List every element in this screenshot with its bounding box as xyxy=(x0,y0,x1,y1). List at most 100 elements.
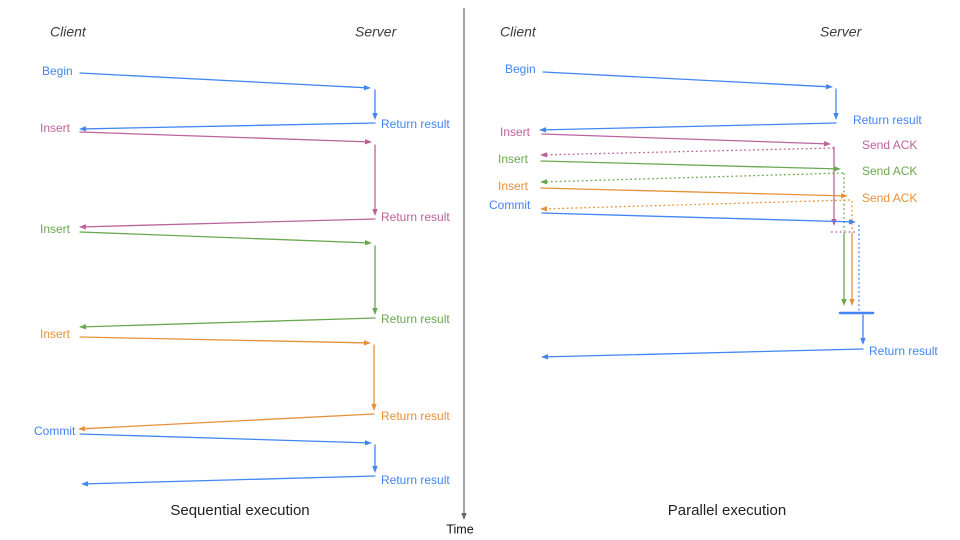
sequential-label-return-result-3: Return result xyxy=(381,210,450,224)
parallel-label-insert-2: Insert xyxy=(500,125,531,139)
parallel-label-return-result-9: Return result xyxy=(869,344,938,358)
parallel-label-begin-0: Begin xyxy=(505,62,536,76)
arrow-head xyxy=(364,440,372,446)
sequential-insert3-request xyxy=(79,336,371,346)
arrow-line xyxy=(544,348,864,358)
arrow-line xyxy=(84,475,376,485)
sequential-begin-process xyxy=(372,89,378,120)
parallel-label-insert-6: Insert xyxy=(498,179,529,193)
sequential-begin-response xyxy=(79,122,376,132)
sequential-label-return-result-7: Return result xyxy=(381,409,450,423)
parallel-header-client: Client xyxy=(500,24,537,40)
parallel-label-send-ack-5: Send ACK xyxy=(862,164,917,178)
parallel-label-send-ack-7: Send ACK xyxy=(862,191,917,205)
parallel-label-send-ack-3: Send ACK xyxy=(862,138,917,152)
arrow-line xyxy=(82,317,376,328)
sequential-label-insert-2: Insert xyxy=(40,121,71,135)
parallel-label-return-result-1: Return result xyxy=(853,113,922,127)
arrow-line xyxy=(542,122,837,131)
arrow-line xyxy=(542,71,830,88)
sequential-commit-request xyxy=(79,433,372,446)
arrow-head xyxy=(849,299,855,306)
parallel-commit-process xyxy=(860,314,866,345)
arrow-line xyxy=(540,160,838,170)
sequential-label-insert-6: Insert xyxy=(40,327,71,341)
sequential-begin-request xyxy=(79,72,371,91)
arrow-line xyxy=(79,231,369,244)
arrow-head xyxy=(541,354,549,360)
sequential-label-return-result-1: Return result xyxy=(381,117,450,131)
parallel-insert1-process xyxy=(831,146,837,226)
arrow-head xyxy=(372,209,378,216)
parallel-insert2-process xyxy=(841,232,847,306)
parallel-commit-request xyxy=(541,212,856,225)
sequential-label-return-result-5: Return result xyxy=(381,312,450,326)
arrow-line xyxy=(541,212,853,223)
parallel-begin-response xyxy=(539,122,837,133)
parallel-insert1-request xyxy=(541,133,831,147)
arrow-head xyxy=(81,481,89,487)
sequential-commit-process xyxy=(372,444,378,473)
parallel-insert2-ack xyxy=(540,172,844,185)
sequential-label-insert-4: Insert xyxy=(40,222,71,236)
parallel-insert3-process xyxy=(849,232,855,306)
parallel-begin-request xyxy=(542,71,833,90)
arrow-line xyxy=(79,72,368,89)
parallel-insert3-request xyxy=(540,187,848,199)
arrow-line xyxy=(81,413,375,430)
time-axis-label: Time xyxy=(446,522,473,536)
arrow-head xyxy=(840,193,848,199)
arrow-head xyxy=(848,219,856,225)
arrow-head xyxy=(79,126,87,132)
sequential-insert2-process xyxy=(372,245,378,315)
arrow-line xyxy=(543,199,851,210)
sequential-insert2-response xyxy=(79,317,376,330)
parallel-label-commit-8: Commit xyxy=(489,198,531,212)
arrow-head xyxy=(841,299,847,306)
time-axis-head xyxy=(461,513,467,520)
arrow-head xyxy=(860,338,866,345)
arrow-head xyxy=(363,84,371,91)
arrow-head xyxy=(364,139,372,145)
arrow-head xyxy=(540,206,548,212)
arrow-head xyxy=(540,179,548,185)
sequential-insert1-response xyxy=(79,218,376,230)
sequential-insert1-process xyxy=(372,144,378,216)
arrow-head xyxy=(823,141,831,147)
sequential-insert2-request xyxy=(79,231,372,246)
arrow-head xyxy=(372,466,378,473)
parallel-begin-process xyxy=(833,88,839,120)
sequential-commit-response xyxy=(81,475,376,487)
arrow-head xyxy=(78,425,86,432)
parallel-commit-response xyxy=(541,348,864,360)
arrow-head xyxy=(372,113,378,120)
sequential-insert3-response xyxy=(78,413,375,432)
arrow-head xyxy=(79,224,87,230)
arrow-head xyxy=(371,404,377,411)
sequential-label-begin-0: Begin xyxy=(42,64,73,78)
arrow-line xyxy=(79,433,369,444)
parallel-insert1-ack xyxy=(540,147,835,158)
arrow-head xyxy=(372,308,378,315)
arrow-head xyxy=(825,83,833,90)
arrow-line xyxy=(79,336,368,344)
sequential-header-client: Client xyxy=(50,24,87,40)
arrow-head xyxy=(364,240,372,246)
sequential-title: Sequential execution xyxy=(170,502,309,519)
parallel-label-insert-4: Insert xyxy=(498,152,529,166)
arrow-head xyxy=(833,113,839,120)
sequential-label-return-result-9: Return result xyxy=(381,473,450,487)
sequential-header-server: Server xyxy=(355,24,398,40)
arrow-line xyxy=(543,147,835,156)
arrow-head xyxy=(831,219,837,226)
arrow-head xyxy=(79,324,87,330)
arrow-head xyxy=(363,340,371,346)
arrow-line xyxy=(543,172,844,183)
arrow-head xyxy=(833,166,841,172)
arrow-line xyxy=(82,218,376,228)
arrow-head xyxy=(540,152,548,158)
arrow-line xyxy=(540,187,845,197)
